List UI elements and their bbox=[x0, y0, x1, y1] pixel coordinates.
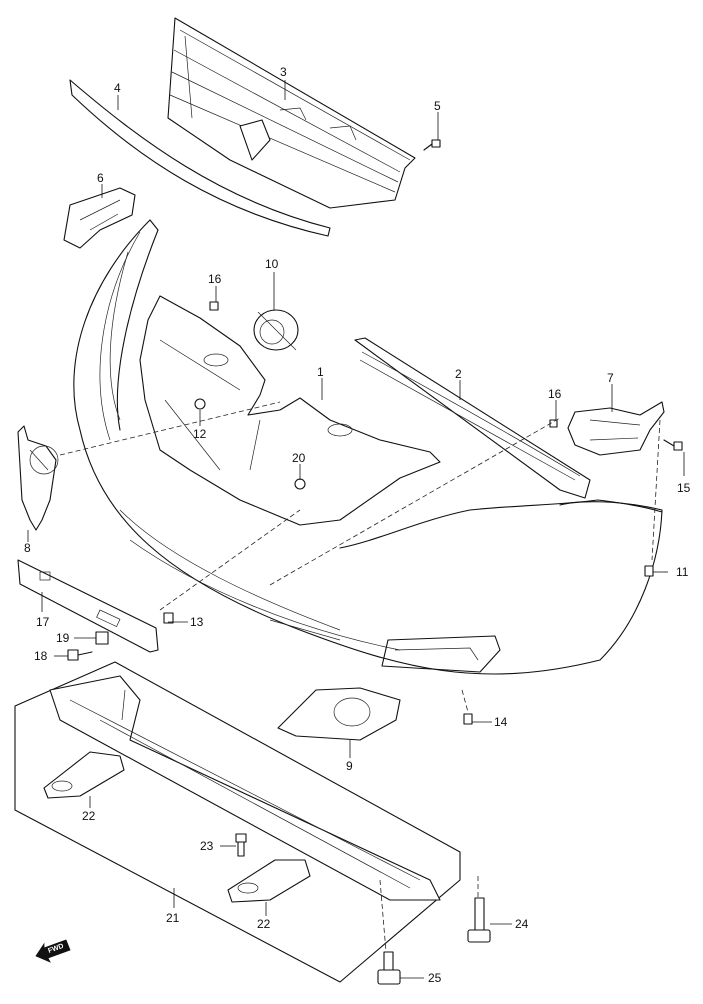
fastener-20 bbox=[294, 478, 306, 490]
bolt-part-18 bbox=[67, 649, 93, 661]
screw-part-5 bbox=[423, 139, 441, 151]
lower-bracket-22a bbox=[43, 751, 125, 799]
callout-25: 25 bbox=[428, 971, 442, 985]
callout-15: 15 bbox=[677, 481, 691, 495]
callout-22a: 22 bbox=[82, 809, 96, 823]
fog-lamp-bezel-part bbox=[277, 687, 401, 741]
clip-part-19 bbox=[95, 631, 109, 645]
bolt-part-25 bbox=[377, 951, 401, 985]
front-bumper-fascia-part bbox=[73, 219, 663, 675]
callout-6: 6 bbox=[97, 171, 104, 185]
sensor-part-10 bbox=[253, 309, 299, 351]
fastener-15 bbox=[663, 439, 683, 451]
callout-4: 4 bbox=[114, 81, 121, 95]
callout-labels: 3 4 5 6 10 16 1 2 7 16 12 20 15 8 11 17 … bbox=[24, 65, 691, 985]
left-side-bracket-part bbox=[17, 425, 59, 531]
alignment-lines bbox=[59, 401, 661, 953]
callout-23: 23 bbox=[200, 839, 214, 853]
callout-14: 14 bbox=[494, 715, 508, 729]
callout-19: 19 bbox=[56, 631, 70, 645]
callout-16a: 16 bbox=[208, 272, 222, 286]
lower-bracket-22b bbox=[227, 859, 311, 903]
callout-7: 7 bbox=[607, 371, 614, 385]
fastener-16a bbox=[209, 301, 219, 311]
callout-5: 5 bbox=[434, 99, 441, 113]
callout-18: 18 bbox=[34, 649, 48, 663]
callout-20: 20 bbox=[292, 451, 306, 465]
callout-22b: 22 bbox=[257, 917, 271, 931]
callout-10: 10 bbox=[265, 257, 279, 271]
bumper-upper-member-part bbox=[139, 295, 441, 526]
callout-17: 17 bbox=[36, 615, 50, 629]
callout-16b: 16 bbox=[548, 387, 562, 401]
bolt-part-13 bbox=[163, 612, 174, 624]
upper-molding-part bbox=[69, 79, 331, 237]
callout-12: 12 bbox=[193, 427, 207, 441]
callout-24: 24 bbox=[515, 917, 529, 931]
callout-11: 11 bbox=[676, 565, 689, 579]
license-bracket-part bbox=[17, 559, 159, 653]
lower-grille-part bbox=[354, 337, 591, 499]
fastener-14 bbox=[463, 713, 473, 725]
right-bracket-part bbox=[567, 401, 665, 456]
upper-grille-part bbox=[167, 17, 416, 209]
fastener-11 bbox=[644, 565, 654, 577]
callout-9: 9 bbox=[346, 759, 353, 773]
callout-21: 21 bbox=[166, 911, 180, 925]
callout-3: 3 bbox=[280, 65, 287, 79]
fastener-12 bbox=[194, 398, 206, 410]
bolt-part-23 bbox=[235, 833, 247, 857]
callout-13: 13 bbox=[190, 615, 204, 629]
leader-lines bbox=[27, 80, 685, 979]
forward-arrow-icon: FWD bbox=[35, 939, 71, 963]
callout-8: 8 bbox=[24, 541, 31, 555]
callout-1: 1 bbox=[317, 365, 324, 379]
left-upper-bracket-part bbox=[63, 187, 136, 249]
bolt-part-24 bbox=[467, 897, 491, 943]
callout-2: 2 bbox=[455, 367, 462, 381]
lower-reinforcement-part bbox=[14, 661, 461, 983]
